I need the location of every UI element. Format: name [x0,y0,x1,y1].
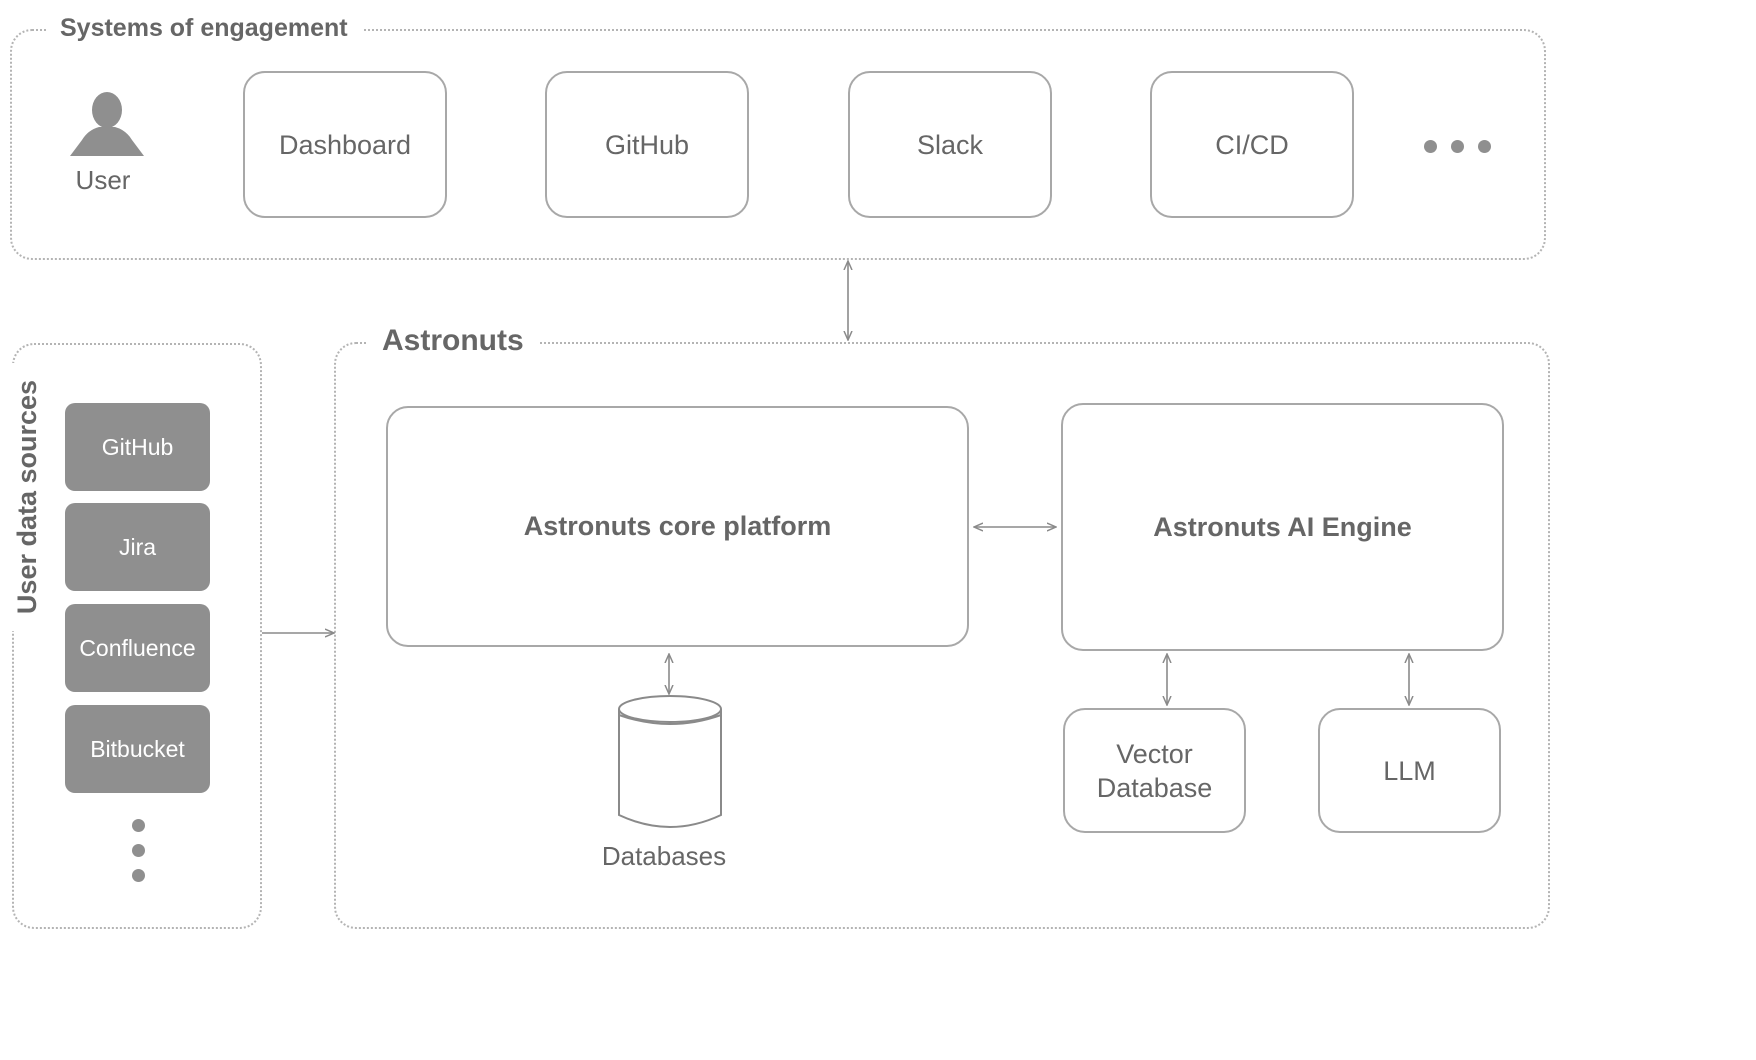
source-confluence: Confluence [65,604,210,692]
astronuts-group-title: Astronuts [368,322,538,360]
user-icon [68,90,146,158]
source-github-label: GitHub [101,433,174,460]
source-bitbucket: Bitbucket [65,705,210,793]
data-sources-group [12,343,262,929]
vector-database-box: Vector Database [1063,708,1246,833]
source-jira-label: Jira [118,533,157,560]
slack-label: Slack [916,129,984,160]
source-confluence-label: Confluence [79,634,196,661]
engagement-group-title: Systems of engagement [46,12,362,44]
ai-engine-box: Astronuts AI Engine [1061,403,1504,651]
user-label: User [75,165,131,195]
core-platform-box: Astronuts core platform [386,406,969,647]
database-icon [616,693,724,833]
dashboard-label: Dashboard [278,129,412,160]
engagement-group [10,29,1546,260]
llm-label: LLM [1383,755,1436,786]
ellipsis-icon [1420,139,1500,153]
vertical-ellipsis-icon [132,818,146,884]
databases-label: Databases [601,841,727,871]
source-bitbucket-label: Bitbucket [90,735,185,762]
dashboard-box: Dashboard [243,71,447,218]
ai-engine-label: Astronuts AI Engine [1153,511,1412,542]
astronuts-group [334,342,1550,929]
source-jira: Jira [65,503,210,591]
github-engagement-label: GitHub [604,129,690,160]
vector-database-line2: Database [1096,772,1213,803]
core-platform-label: Astronuts core platform [523,511,832,541]
cicd-box: CI/CD [1150,71,1354,218]
llm-box: LLM [1318,708,1501,833]
source-github: GitHub [65,403,210,491]
slack-box: Slack [848,71,1052,218]
vector-database-label: Vector Database [1097,737,1213,805]
github-engagement-box: GitHub [545,71,749,218]
cicd-label: CI/CD [1215,129,1289,160]
vector-database-line1: Vector [1116,738,1193,769]
